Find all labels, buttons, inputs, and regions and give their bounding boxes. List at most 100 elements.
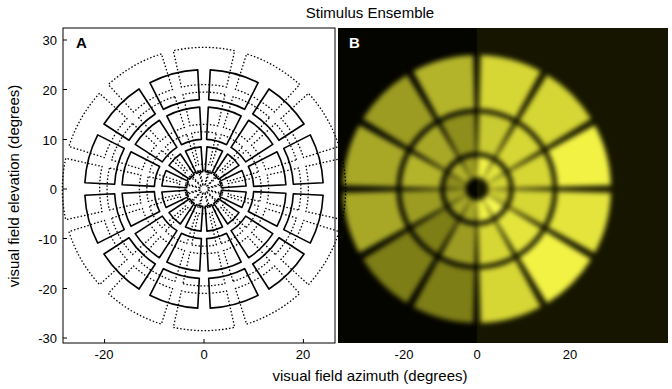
tick-label: 30 [43, 34, 57, 47]
tick-mark [204, 339, 205, 343]
dotted-tile [183, 252, 225, 286]
dotted-tile [149, 150, 185, 181]
tick-mark [63, 338, 67, 339]
solid-tile [209, 70, 258, 109]
stimulus-tile [509, 190, 552, 225]
dotted-tile [281, 220, 339, 284]
solid-tile [150, 269, 199, 308]
stimulus-image [343, 55, 611, 323]
dotted-tile [62, 158, 102, 219]
stimulus-tile [401, 153, 444, 188]
solid-tile [162, 190, 189, 207]
dotted-tile [252, 124, 297, 170]
tick-label: -20 [395, 348, 414, 361]
tick-label: -20 [95, 348, 114, 361]
dotted-tile [211, 207, 242, 243]
solid-tile [214, 154, 239, 179]
panel-letter: B [349, 35, 360, 50]
tick-label: -10 [38, 232, 57, 245]
solid-tile [122, 152, 160, 187]
solid-tile [231, 216, 273, 258]
tick-label: 20 [43, 83, 57, 96]
dotted-tile [183, 92, 225, 126]
solid-tile [207, 107, 242, 145]
stimulus-tile [462, 199, 477, 221]
tick-mark [63, 238, 67, 239]
dotted-tile [200, 193, 208, 208]
solid-tile [214, 199, 239, 224]
dotted-tile [235, 54, 299, 112]
axis-title: visual field elevation (degrees) [6, 85, 21, 288]
axes-frame [63, 28, 335, 343]
dotted-tile [165, 134, 196, 170]
stimulus-tile [477, 157, 492, 179]
axis-ticks [63, 40, 303, 343]
solid-tile [253, 238, 304, 289]
stimulus-tile [445, 174, 467, 189]
solid-tile [169, 154, 194, 179]
solid-tile [135, 216, 177, 258]
tick-label: 0 [473, 348, 480, 361]
dotted-tile [139, 97, 185, 142]
panel-b-ground [338, 28, 477, 343]
dotted-tile [208, 185, 223, 193]
dotted-tile [222, 196, 258, 227]
dotted-tile [173, 47, 234, 87]
dotted-tile [149, 196, 185, 227]
dotted-tile [281, 93, 339, 157]
tick-mark [63, 139, 67, 140]
tick-label: -30 [38, 332, 57, 345]
dotted-tile [108, 266, 172, 324]
tick-mark [63, 89, 67, 90]
tick-label: 20 [296, 348, 310, 361]
panel-letter: A [76, 35, 87, 50]
dotted-tile [200, 170, 208, 185]
tick-label: 0 [50, 183, 57, 196]
stimulus-tile [487, 189, 509, 204]
dotted-tile [223, 237, 269, 282]
stimulus-tile [343, 125, 406, 186]
solid-tile [135, 120, 177, 162]
solid-tile [220, 170, 247, 187]
tick-mark [303, 339, 304, 343]
solid-tile [85, 135, 124, 184]
dotted-tile [112, 208, 157, 254]
tick-mark [63, 189, 67, 190]
tick-mark [63, 288, 67, 289]
solid-tile [248, 192, 286, 227]
stimulus-outlines [62, 47, 345, 330]
stimulus-tile [478, 113, 513, 156]
solid-tile [104, 238, 155, 289]
chart-title: Stimulus Ensemble [306, 5, 434, 20]
stimulus-tile [479, 55, 540, 118]
dotted-tile [69, 220, 127, 284]
tick-mark [104, 339, 105, 343]
panel-b-ground [477, 28, 668, 343]
dotted-tile [222, 150, 258, 181]
dotted-tile [108, 54, 172, 112]
tick-label: 0 [200, 348, 207, 361]
tick-label: 10 [43, 133, 57, 146]
solid-tile [169, 199, 194, 224]
solid-tile [167, 233, 202, 271]
stimulus-tile [441, 221, 476, 264]
dotted-tile [69, 93, 127, 157]
tick-label: 20 [563, 348, 577, 361]
dotted-tile [207, 190, 222, 202]
axis-title: visual field azimuth (degrees) [272, 368, 467, 383]
dotted-tile [173, 291, 234, 331]
stimulus-tile [413, 260, 474, 323]
dotted-tile [306, 158, 346, 219]
dotted-tile [235, 266, 299, 324]
dotted-tile [165, 207, 196, 243]
dotted-tile [185, 185, 200, 193]
solid-tile [253, 89, 304, 140]
tick-mark [63, 40, 67, 41]
solid-tile [185, 147, 202, 174]
stimulus-tile [548, 191, 611, 252]
tick-label: -20 [38, 282, 57, 295]
solid-tile [231, 120, 273, 162]
solid-tile [104, 89, 155, 140]
dotted-tile [107, 168, 141, 210]
